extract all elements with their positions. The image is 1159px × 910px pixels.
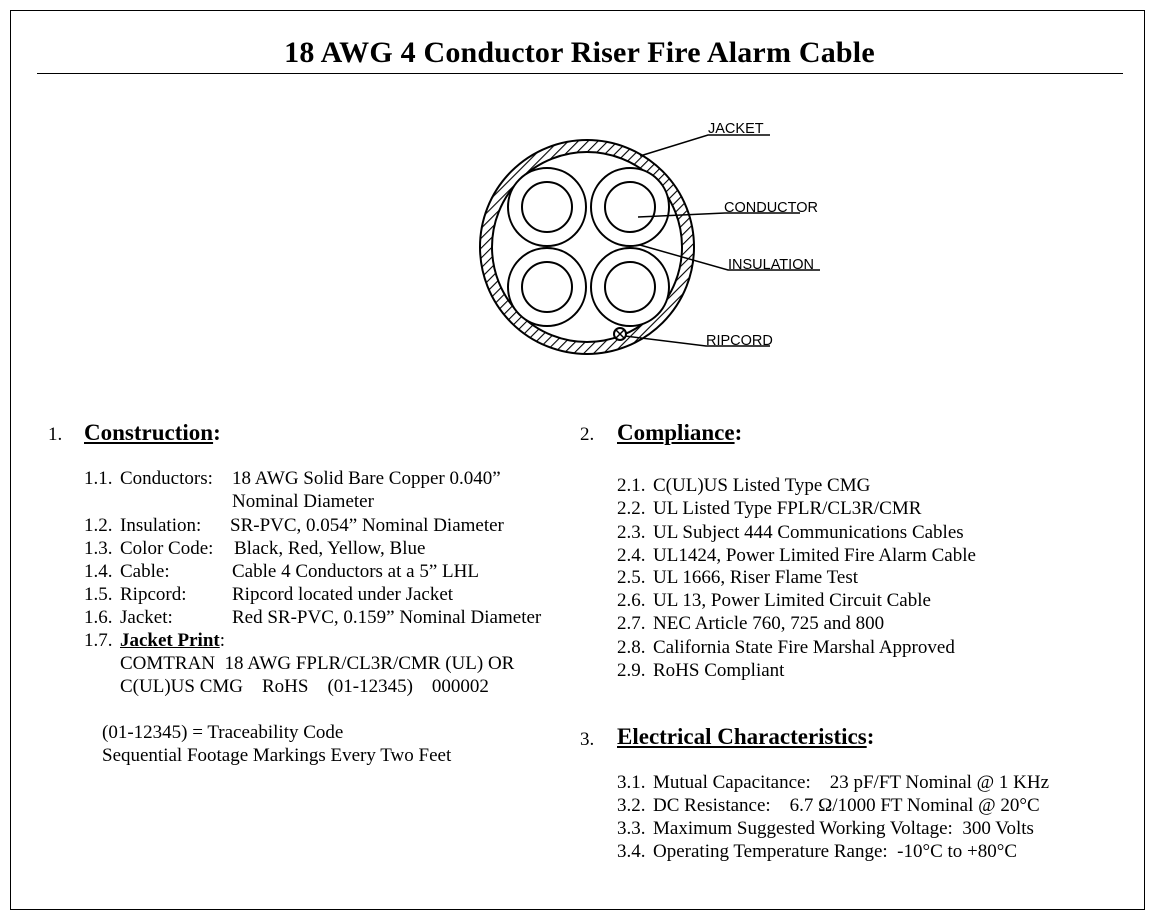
jacket-leader	[639, 134, 770, 157]
construction-heading: Construction:	[84, 420, 221, 445]
ripcord-marker	[613, 327, 627, 341]
jacket-print-line: COMTRAN 18 AWG FPLR/CL3R/CMR (UL) OR	[120, 653, 515, 674]
conductor-leader	[637, 212, 800, 218]
construction-item: 1.3. Color Code: Black, Red, Yellow, Blu…	[84, 538, 426, 559]
construction-item-continuation: Nominal Diameter	[232, 491, 374, 512]
construction-item: 1.5. Ripcord: Ripcord located under Jack…	[84, 584, 454, 605]
construction-item: 1.6. Jacket: Red SR-PVC, 0.159” Nominal …	[84, 607, 542, 628]
compliance-number: 2.	[580, 424, 595, 445]
cable-cross-section-diagram: JACKET CONDUCTOR INSULATION RIPCORD	[479, 121, 820, 355]
electrical-number: 3.	[580, 729, 595, 750]
conductor-bottom-right	[590, 247, 670, 327]
jacket-print-label: Jacket Print	[120, 630, 220, 651]
jacket-print-line: C(UL)US CMG RoHS (01-12345) 000002	[120, 676, 489, 697]
insulation-label: INSULATION	[728, 257, 814, 273]
page-title: 18 AWG 4 Conductor Riser Fire Alarm Cabl…	[284, 36, 875, 69]
construction-item: 1.1. Conductors: 18 AWG Solid Bare Coppe…	[84, 468, 501, 489]
conductor-top-right	[590, 167, 670, 247]
title-rule	[37, 73, 1123, 74]
conductor-label: CONDUCTOR	[724, 200, 818, 216]
ripcord-leader	[624, 335, 770, 347]
conductor-bottom-left	[507, 247, 587, 327]
construction-number: 1.	[48, 424, 63, 445]
jacket-print-item: 1.7. Jacket Print:	[84, 630, 226, 651]
compliance-heading: Compliance:	[617, 420, 743, 445]
ripcord-label: RIPCORD	[706, 333, 773, 349]
jacket-label: JACKET	[708, 121, 764, 137]
construction-item: 1.2. Insulation: SR-PVC, 0.054” Nominal …	[84, 515, 504, 536]
traceability-note: (01-12345) = Traceability Code	[102, 722, 344, 743]
insulation-leader	[639, 244, 820, 271]
conductor-top-left	[507, 167, 587, 247]
electrical-heading: Electrical Characteristics:	[617, 724, 875, 749]
footage-note: Sequential Footage Markings Every Two Fe…	[102, 745, 452, 766]
construction-item: 1.4. Cable: Cable 4 Conductors at a 5” L…	[84, 561, 479, 582]
